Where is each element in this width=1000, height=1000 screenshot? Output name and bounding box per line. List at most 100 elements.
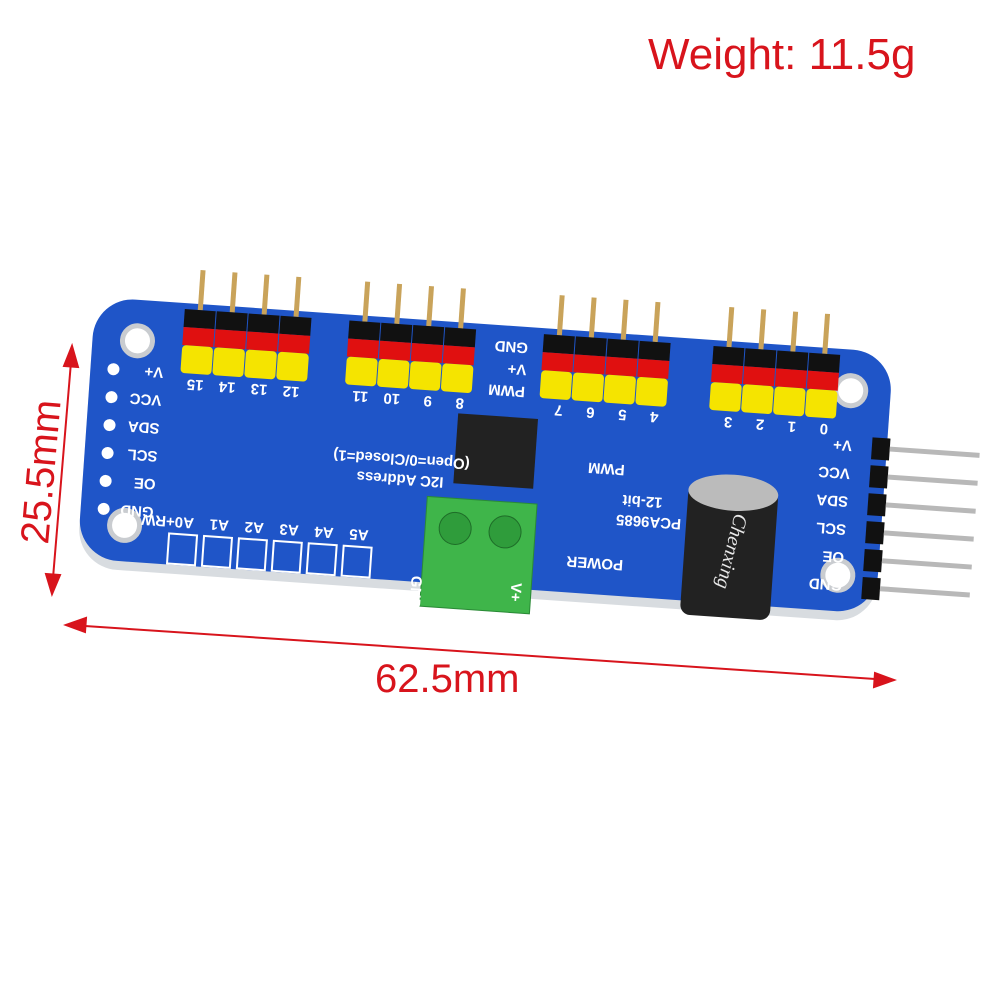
- header-vplus: [410, 342, 443, 364]
- address-jumper[interactable]: [340, 544, 373, 579]
- channel-number: 1: [787, 417, 797, 435]
- channel-number: 4: [649, 408, 659, 426]
- header-gnd: [606, 338, 639, 359]
- channel-number: 12: [282, 382, 300, 400]
- header-pin: [261, 274, 270, 315]
- header-gnd: [744, 348, 777, 369]
- header-pin: [197, 270, 206, 311]
- header-vplus: [246, 331, 279, 352]
- header-pwm: [212, 347, 245, 378]
- left-pin-label: GND: [120, 501, 155, 520]
- header-pwm: [276, 351, 309, 382]
- header-pin: [293, 276, 302, 317]
- header-pwm: [409, 361, 442, 391]
- header-gnd: [183, 309, 216, 330]
- header-pin: [229, 272, 238, 313]
- channel-number: 2: [755, 415, 765, 433]
- right-header-pin: [881, 558, 972, 570]
- terminal-label: V+: [506, 582, 524, 602]
- header-gnd: [411, 325, 445, 346]
- header-pwm: [244, 349, 277, 380]
- right-header-pin: [885, 502, 976, 514]
- header-gnd: [638, 340, 671, 361]
- right-pin-label: SDA: [816, 491, 849, 510]
- left-pin-label: SCL: [127, 445, 158, 464]
- header-vplus: [346, 338, 380, 359]
- channel-number: 5: [618, 406, 628, 424]
- channel-number: 15: [186, 375, 204, 393]
- header-pwm: [345, 356, 378, 387]
- header-pwm: [377, 358, 410, 389]
- header-pwm: [805, 388, 838, 419]
- right-header-pin: [889, 446, 980, 458]
- header-pin: [790, 311, 799, 352]
- header-pin: [652, 301, 661, 343]
- right-header-pin: [879, 586, 970, 598]
- header-pwm: [709, 382, 742, 412]
- header-pin: [556, 295, 565, 336]
- header-vplus: [637, 358, 670, 379]
- address-jumper[interactable]: [305, 542, 338, 577]
- channel-number: 6: [586, 403, 596, 421]
- address-jumper[interactable]: [200, 534, 234, 569]
- pin-pad: [101, 447, 114, 460]
- header-pin: [758, 309, 767, 350]
- header-pwm: [635, 377, 668, 407]
- header-vplus: [442, 345, 475, 366]
- left-pin-label: VCC: [129, 389, 162, 408]
- weight-label: Weight: 11.5g: [648, 30, 916, 79]
- channel-number: 10: [383, 389, 401, 407]
- header-row-label: PWM: [488, 380, 526, 400]
- header-pin: [426, 286, 434, 327]
- header-vplus: [605, 356, 638, 377]
- pin-pad: [105, 391, 118, 404]
- terminal-label: GND: [405, 575, 424, 610]
- header-gnd: [443, 327, 477, 348]
- power-terminal[interactable]: [419, 495, 538, 615]
- width-dimension: [63, 616, 897, 689]
- channel-number: 3: [723, 413, 733, 431]
- header-pin: [588, 297, 597, 338]
- channel-number: 8: [455, 394, 465, 412]
- chip-label: PCA9685: [616, 511, 682, 532]
- address-pad-label: A4: [313, 523, 334, 541]
- channel-number: 14: [218, 378, 236, 396]
- left-pin-label: V+: [144, 362, 164, 380]
- address-jumper[interactable]: [165, 532, 199, 567]
- header-gnd: [348, 320, 381, 341]
- address-pad-label: A2: [244, 518, 264, 536]
- height-label: 25.5mm: [13, 398, 69, 546]
- resolution-label: 12-bit: [622, 491, 663, 511]
- header-vplus: [214, 329, 247, 350]
- header-pwm: [180, 345, 213, 375]
- pin-pad: [99, 474, 112, 487]
- header-row-label: GND: [494, 337, 529, 356]
- header-pin: [726, 307, 735, 348]
- header-row-label: V+: [507, 360, 527, 378]
- width-label: 62.5mm: [375, 657, 520, 701]
- header-pwm: [440, 363, 474, 393]
- address-jumper[interactable]: [270, 539, 303, 574]
- pin-pad: [107, 363, 120, 376]
- power-label: POWER: [566, 552, 624, 573]
- header-pwm: [741, 384, 774, 414]
- header-vplus: [711, 363, 744, 385]
- header-vplus: [378, 340, 412, 361]
- pin-pad: [103, 419, 116, 432]
- header-pin: [394, 283, 403, 325]
- header-gnd: [215, 311, 248, 332]
- address-jumper[interactable]: [235, 537, 268, 572]
- header-pwm: [539, 370, 573, 400]
- header-gnd: [279, 315, 312, 336]
- pwm-label: PWM: [588, 459, 626, 479]
- address-pad-label: A0+RW: [140, 510, 195, 531]
- header-gnd: [380, 322, 413, 343]
- header-vplus: [573, 354, 606, 375]
- address-pad-label: A3: [279, 520, 299, 538]
- header-pin: [822, 313, 831, 354]
- header-pin: [620, 299, 629, 340]
- channel-number: 9: [423, 392, 433, 410]
- right-pin-label: V+: [832, 436, 852, 454]
